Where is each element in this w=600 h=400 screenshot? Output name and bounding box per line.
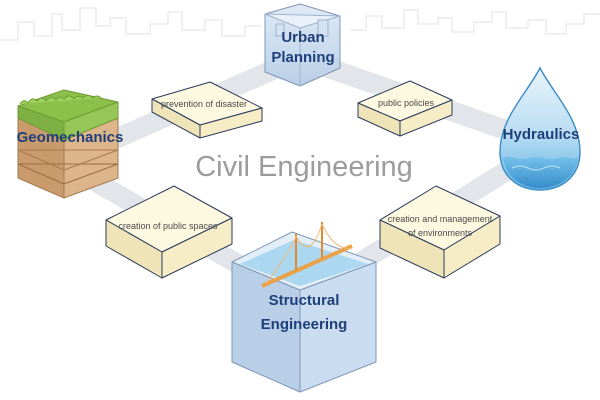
diagram-title: Civil Engineering [195,151,413,183]
relation-label-creation-and-management-line2: of environments [408,228,473,238]
node-label-structural-line1: Structural [269,292,340,309]
skyline-background [0,7,600,41]
relation-label-creation-of-public-spaces: creation of public spaces [118,221,218,231]
node-hydraulics: Hydraulics [499,66,581,191]
relation-label-creation-and-management-line1: creation and management [388,214,493,224]
bridge-illustration [261,222,353,288]
relation-box-public-policies: public policies [357,80,453,137]
node-geomechanics: Geomechanics [17,89,124,199]
relation-box-creation-and-management: creation and management of environments [379,185,501,279]
node-label-geomechanics: Geomechanics [17,129,124,146]
node-label-urban-line1: Urban [281,29,324,46]
relation-box-prevention-of-disaster: prevention of disaster [151,81,263,139]
relation-label-prevention-of-disaster: prevention of disaster [161,99,247,109]
node-label-hydraulics: Hydraulics [503,126,580,143]
relation-label-public-policies: public policies [378,98,435,108]
node-label-urban-line2: Planning [271,49,334,66]
node-urban-planning: Urban Planning [264,3,341,87]
node-label-structural-line2: Engineering [261,316,348,333]
relation-box-creation-of-public-spaces: creation of public spaces [105,185,233,279]
node-structural-engineering: Structural Engineering [231,222,377,393]
